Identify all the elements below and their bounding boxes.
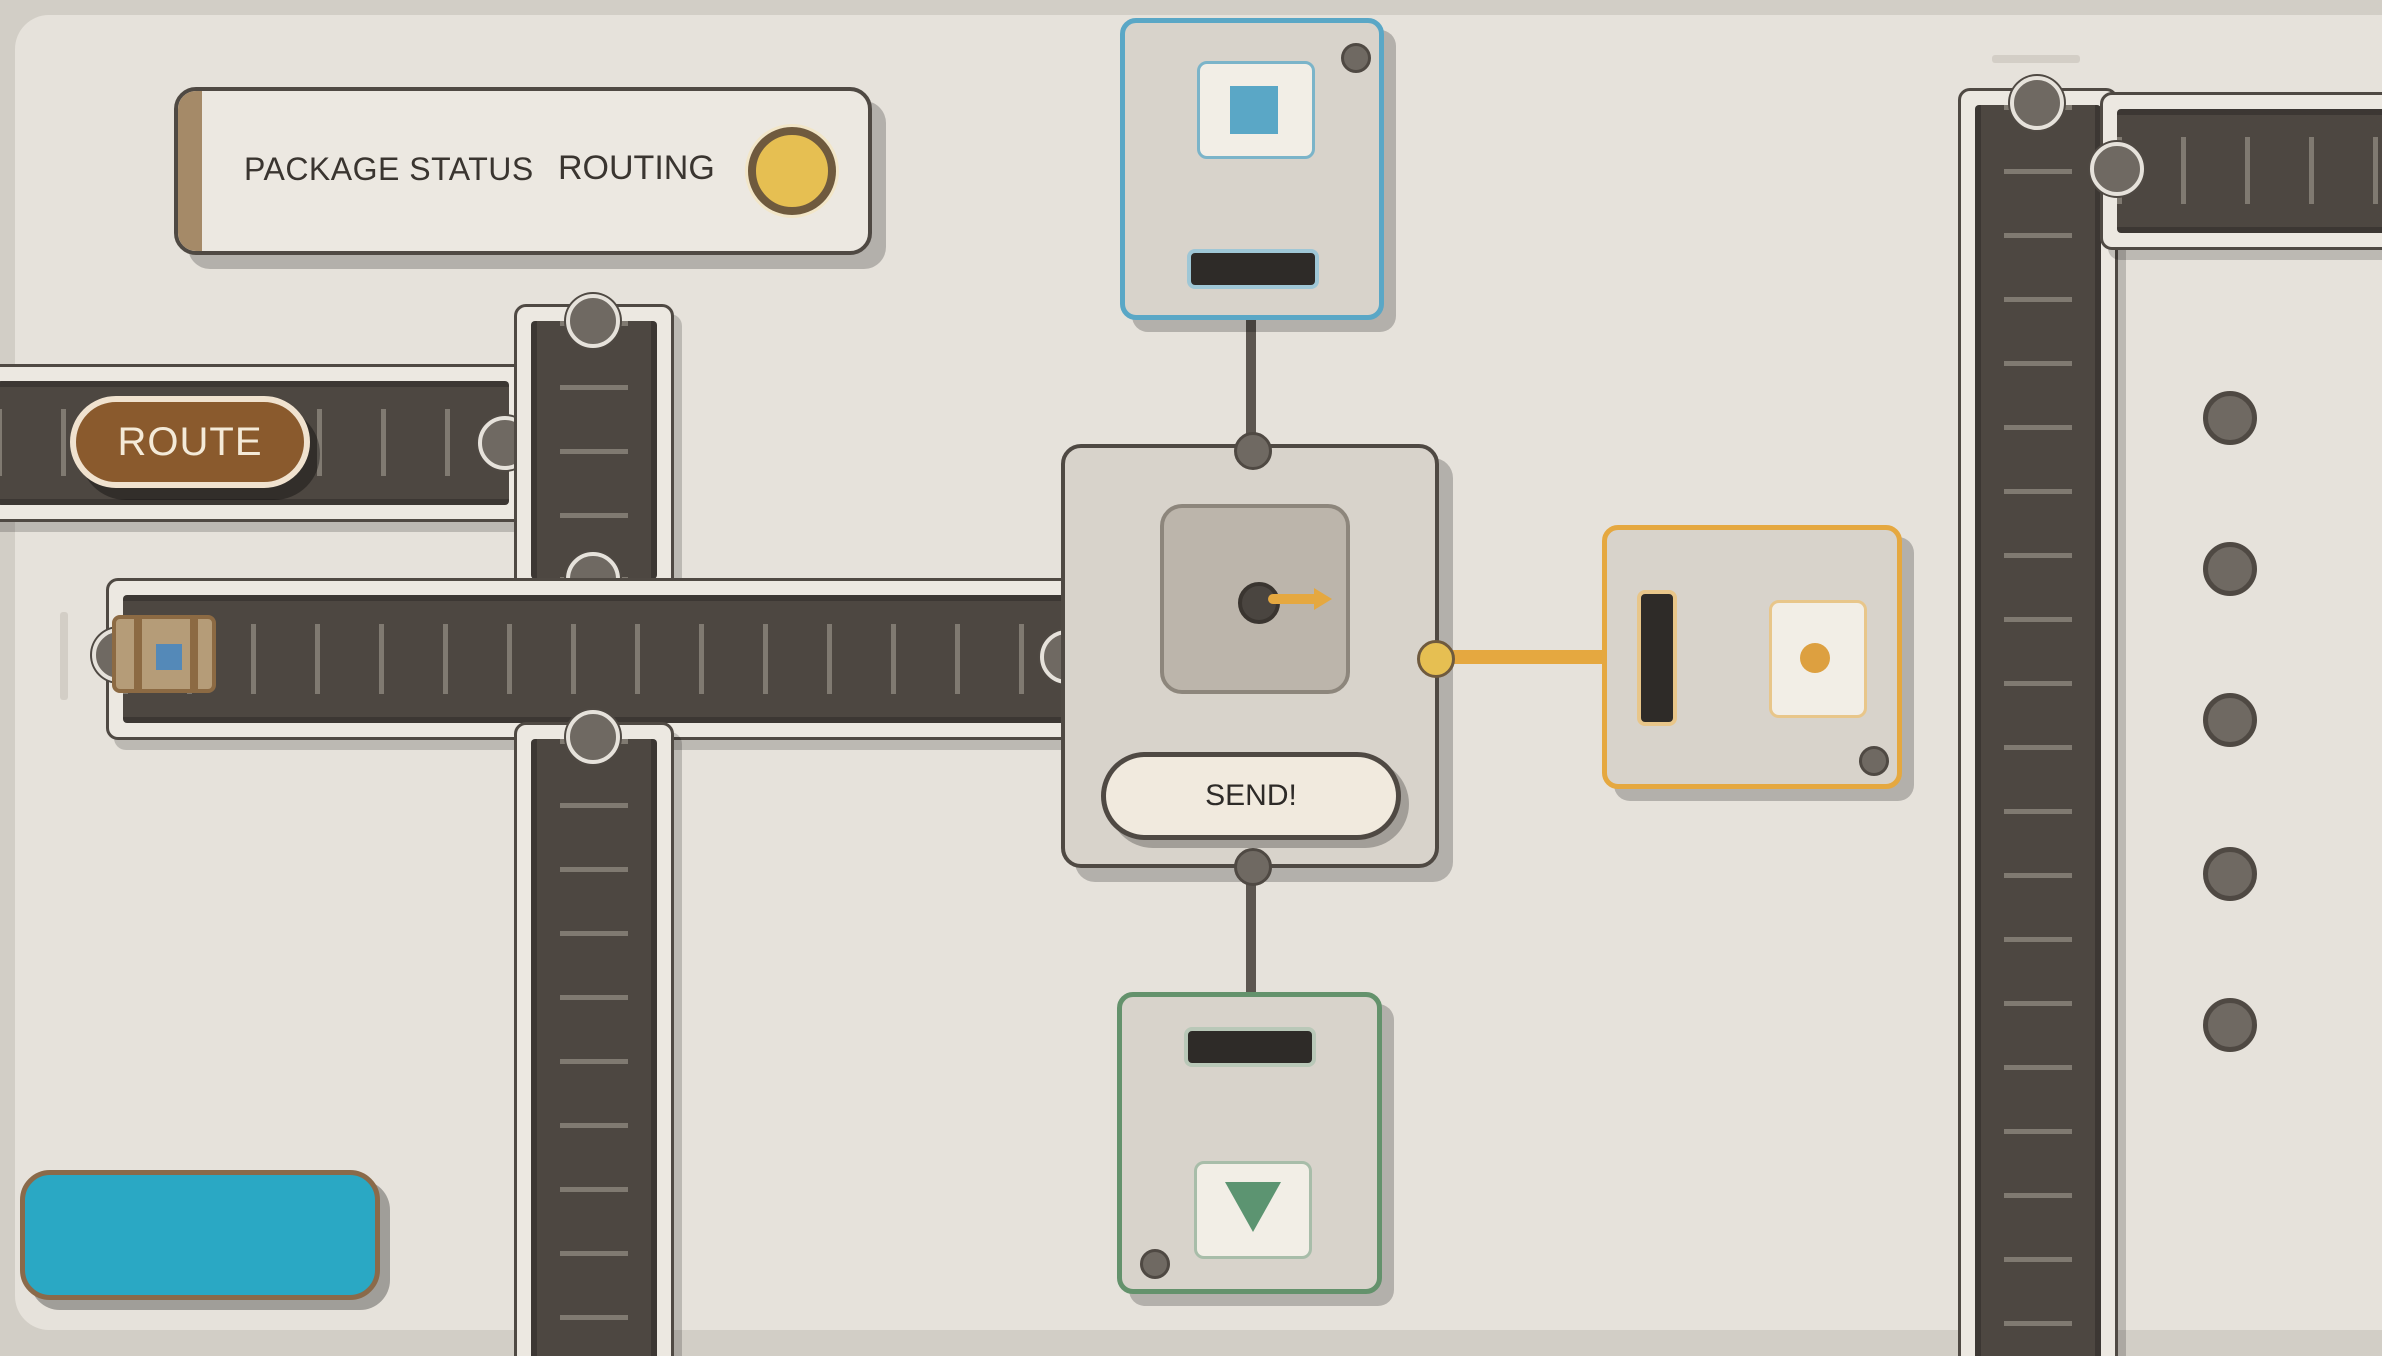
package-slot: [1187, 249, 1319, 289]
routing-control-unit: SEND!: [1061, 444, 1439, 868]
machine-icon-frame: [1194, 1161, 1312, 1259]
belt-track: [1975, 105, 2101, 1356]
wire-bottom: [1246, 866, 1256, 996]
wire-top: [1246, 318, 1256, 448]
faint-marker: [1992, 55, 2080, 63]
belt-track: [531, 739, 657, 1356]
belt-track: [531, 321, 657, 579]
screw-icon: [1859, 746, 1889, 776]
belt-track: [123, 595, 1065, 723]
status-value: ROUTING: [558, 149, 715, 187]
conveyor-belt-junction-top: [514, 304, 674, 596]
send-button[interactable]: SEND!: [1101, 752, 1401, 840]
conveyor-belt-upper-right: [2100, 92, 2382, 250]
sorter-machine-right[interactable]: [1602, 525, 1902, 789]
sorter-machine-top[interactable]: [1120, 18, 1384, 320]
direction-dial[interactable]: [1160, 504, 1350, 694]
conveyor-belt-lower: [514, 722, 674, 1356]
package-status-panel: PACKAGE STATUS ROUTING: [174, 87, 872, 255]
indicator-light: [2203, 847, 2257, 901]
indicator-light: [2203, 693, 2257, 747]
arrow-tip: [1314, 588, 1332, 610]
panel-strip: [178, 91, 202, 251]
connector-port: [1234, 432, 1272, 470]
screw-icon: [1140, 1249, 1170, 1279]
belt-connector-knob: [566, 710, 620, 764]
status-indicator-lamp: [748, 127, 836, 215]
status-label: PACKAGE STATUS: [244, 151, 534, 187]
belt-connector-knob: [2010, 76, 2064, 130]
route-button[interactable]: ROUTE: [70, 396, 310, 488]
faint-marker: [60, 612, 68, 700]
belt-track: [2117, 109, 2382, 233]
square-icon: [1230, 86, 1278, 134]
package-box[interactable]: [112, 615, 216, 693]
connector-port: [1417, 640, 1455, 678]
wire-right: [1436, 650, 1606, 664]
package-tape: [134, 615, 142, 693]
conveyor-belt-right: [1958, 88, 2118, 1356]
connector-port: [1234, 848, 1272, 886]
sorter-machine-bottom[interactable]: [1117, 992, 1382, 1294]
indicator-light: [2203, 391, 2257, 445]
machine-icon-frame: [1769, 600, 1867, 718]
belt-connector-knob: [566, 294, 620, 348]
screw-icon: [1341, 43, 1371, 73]
package-slot: [1637, 590, 1677, 726]
conveyor-belt-main: [106, 578, 1082, 740]
circle-icon: [1800, 643, 1830, 673]
belt-connector-knob: [2090, 142, 2144, 196]
triangle-down-icon: [1225, 1182, 1281, 1232]
package-tape: [190, 615, 198, 693]
indicator-light: [2203, 998, 2257, 1052]
package-slot: [1184, 1027, 1316, 1067]
arrow-right-icon: [1268, 594, 1324, 604]
package-label: [156, 644, 182, 670]
action-button[interactable]: [20, 1170, 380, 1300]
indicator-light: [2203, 542, 2257, 596]
machine-icon-frame: [1197, 61, 1315, 159]
